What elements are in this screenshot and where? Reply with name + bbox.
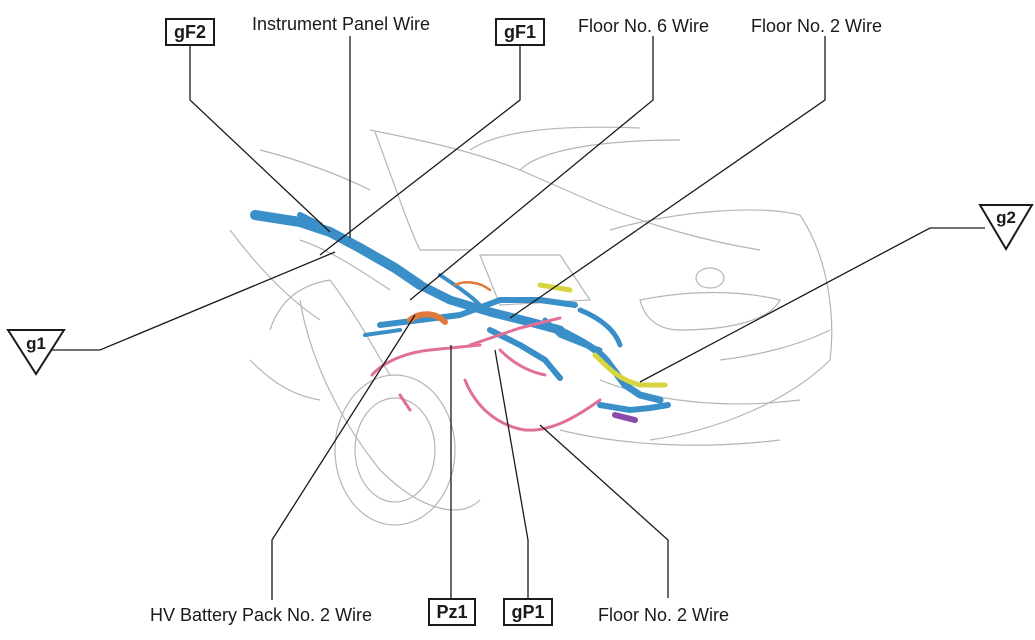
leader-hv-battery	[271, 314, 416, 600]
ground-g1-label: g1	[26, 334, 46, 353]
label-floor-no2-wire-bottom: Floor No. 2 Wire	[598, 605, 730, 625]
leader-floor-no2-wire-top	[509, 36, 826, 319]
ground-g1-symbol	[6, 329, 66, 376]
leader-g1	[40, 251, 336, 351]
leader-gF1	[319, 46, 521, 256]
leader-lines	[40, 36, 985, 600]
ground-g2-label: g2	[996, 208, 1016, 227]
connector-gP1: gP1	[503, 598, 553, 626]
leader-gF2	[189, 46, 331, 233]
harness-pink	[370, 316, 602, 432]
leader-g2	[639, 227, 985, 383]
label-floor-no6-wire: Floor No. 6 Wire	[578, 16, 710, 36]
ground-g2-symbol	[978, 204, 1034, 251]
label-floor-no2-wire-top: Floor No. 2 Wire	[751, 16, 883, 36]
connector-gF2: gF2	[165, 18, 215, 46]
leader-gP1	[494, 349, 529, 598]
vehicle-outline	[229, 126, 833, 526]
leader-floor-no6-wire	[409, 36, 654, 301]
leader-floor-no2-wire-bottom	[539, 424, 669, 598]
harness-main	[250, 210, 671, 413]
connector-Pz1: Pz1	[428, 598, 476, 626]
label-instrument-panel-wire: Instrument Panel Wire	[252, 14, 431, 34]
connector-gF1: gF1	[495, 18, 545, 46]
label-hv-battery-pack-no2-wire: HV Battery Pack No. 2 Wire	[150, 605, 373, 625]
